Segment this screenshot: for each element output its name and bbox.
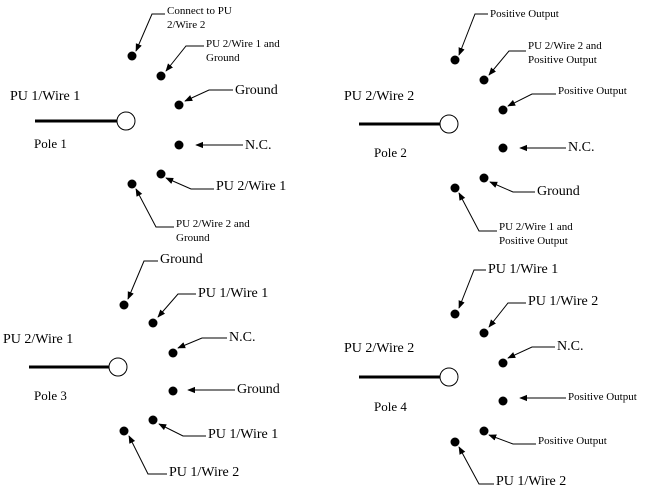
callout-arrow (157, 293, 196, 318)
contact-label: Ground (206, 52, 240, 64)
callout-arrow (135, 188, 174, 228)
callout-arrow (158, 423, 206, 437)
contact-label: N.C. (557, 339, 583, 354)
callout-arrow (507, 346, 555, 359)
switch-contact (119, 426, 129, 436)
switch-contact (156, 169, 166, 179)
pole-3-group: PU 2/Wire 1 Pole 3 Ground PU 1/Wire 1 N.C. Gr… (3, 252, 280, 480)
pole-pivot (439, 114, 459, 134)
callout-arrow (507, 93, 556, 107)
pole-name-label: Pole 2 (374, 145, 407, 160)
contact-label: 2/Wire 2 (167, 19, 205, 31)
pole-pivot (108, 357, 128, 377)
contact-label: Positive Output (490, 8, 559, 20)
switch-contact (450, 183, 460, 193)
contact-label: PU 1/Wire 2 (528, 294, 598, 309)
contact-label: Connect to PU (167, 5, 232, 17)
contact-label: PU 2/Wire 2 and (528, 40, 602, 52)
switch-contact (174, 140, 184, 150)
switch-contact (174, 100, 184, 110)
pole-4-group: PU 2/Wire 2 Pole 4 PU 1/Wire 1 PU 1/Wire 2 N… (344, 262, 637, 489)
callout-arrow (165, 177, 214, 190)
callout-arrow (177, 337, 227, 349)
contact-label: PU 1/Wire 2 (496, 474, 566, 489)
contact-label: N.C. (568, 140, 594, 155)
switch-contact (479, 173, 489, 183)
contact-label: Positive Output (528, 54, 597, 66)
contact-label: PU 1/Wire 1 (198, 286, 268, 301)
callout-arrow (184, 89, 233, 102)
switch-contact (148, 318, 158, 328)
switch-contact (119, 300, 129, 310)
switch-contact (168, 386, 178, 396)
switch-contact (498, 105, 508, 115)
callout-arrow (489, 181, 535, 193)
contact-label: PU 1/Wire 2 (169, 465, 239, 480)
contact-label: N.C. (229, 330, 255, 345)
contact-label: Positive Output (558, 85, 627, 97)
switch-contact (498, 396, 508, 406)
contact-label: Positive Output (568, 391, 637, 403)
pole-input-label: PU 2/Wire 1 (3, 332, 73, 347)
callout-arrow (458, 446, 494, 485)
callout-arrow (488, 50, 526, 76)
pole-name-label: Pole 1 (34, 136, 67, 151)
callout-arrow (165, 45, 204, 72)
switch-contact (450, 309, 460, 319)
pole-input-label: PU 1/Wire 1 (10, 89, 80, 104)
contact-label: Ground (235, 83, 278, 98)
contact-label: PU 1/Wire 1 (488, 262, 558, 277)
callout-arrow (488, 302, 526, 328)
callout-arrow (458, 192, 497, 232)
switch-contact (168, 348, 178, 358)
callout-arrow (135, 13, 165, 52)
switch-contact (127, 179, 137, 189)
switch-contact (156, 71, 166, 81)
callout-arrow (127, 260, 158, 300)
switch-contact (450, 55, 460, 65)
pole-name-label: Pole 3 (34, 388, 67, 403)
contact-label: PU 2/Wire 1 and (206, 38, 280, 50)
contact-label: PU 2/Wire 2 and (176, 218, 250, 230)
pole-name-label: Pole 4 (374, 399, 407, 414)
callout-arrow (488, 434, 536, 445)
contact-label: Positive Output (499, 235, 568, 247)
switch-contact (148, 415, 158, 425)
contact-label: N.C. (245, 138, 271, 153)
callout-arrow (458, 13, 488, 56)
switch-contact (498, 358, 508, 368)
contact-label: PU 2/Wire 1 and (499, 221, 573, 233)
pole-input-label: PU 2/Wire 2 (344, 341, 414, 356)
callout-arrow (128, 435, 167, 475)
contact-label: Positive Output (538, 435, 607, 447)
switch-contact (479, 426, 489, 436)
pole-pivot (439, 367, 459, 387)
switch-contact (450, 437, 460, 447)
switch-contact (498, 143, 508, 153)
contact-label: Ground (237, 382, 280, 397)
switch-contact (479, 328, 489, 338)
contact-label: PU 2/Wire 1 (216, 179, 286, 194)
contact-label: Ground (160, 252, 203, 267)
switch-contact (127, 51, 137, 61)
switch-contact (479, 75, 489, 85)
pole-pivot (116, 111, 136, 131)
pole-2-group: PU 2/Wire 2 Pole 2 Positive Output PU 2/Wir… (344, 8, 627, 247)
callout-arrow (458, 269, 486, 309)
pole-input-label: PU 2/Wire 2 (344, 89, 414, 104)
contact-label: PU 1/Wire 1 (208, 427, 278, 442)
contact-label: Ground (176, 232, 210, 244)
contact-label: Ground (537, 184, 580, 199)
